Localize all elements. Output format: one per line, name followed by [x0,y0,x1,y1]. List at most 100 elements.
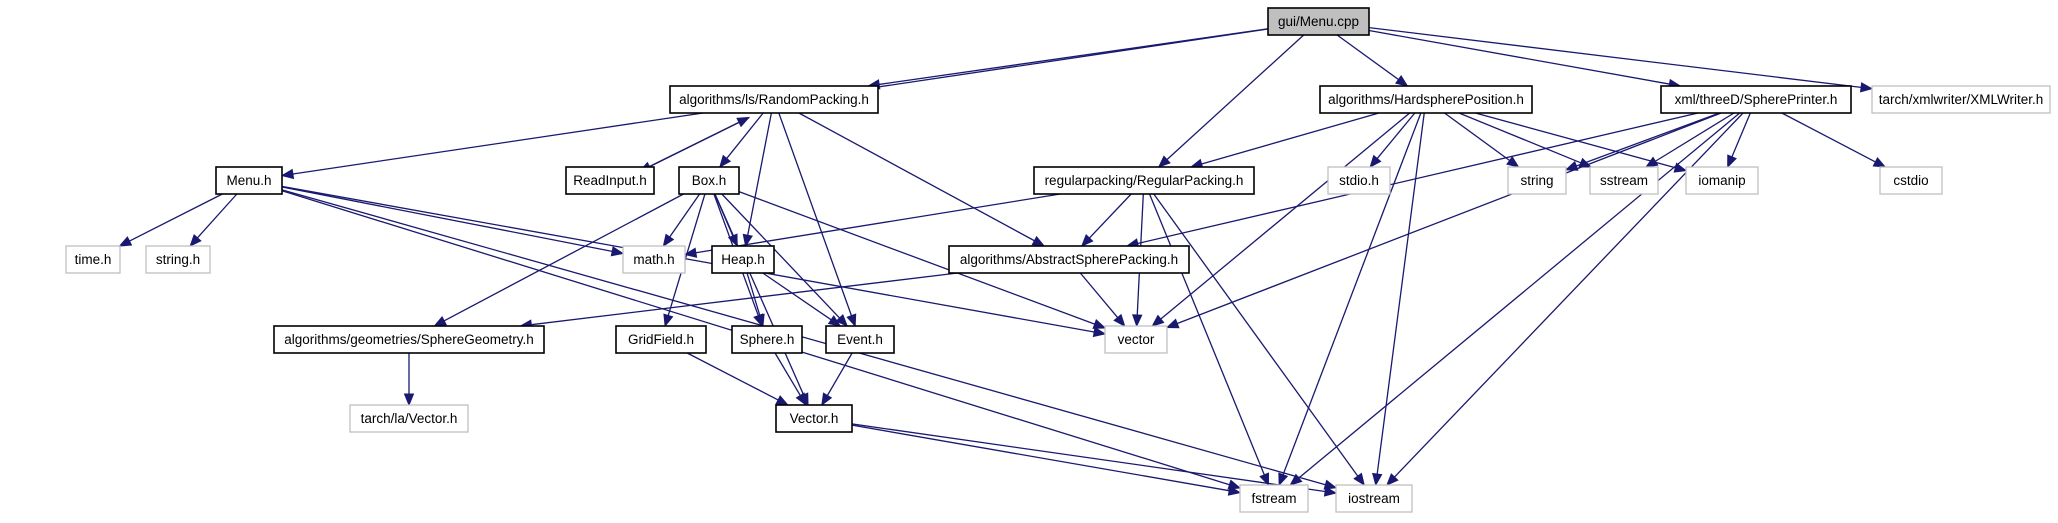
node-box [1685,166,1759,195]
arrowhead-sphere-to-vector_h [795,392,807,407]
node-label: time.h [75,252,112,267]
edge-menu_cpp-to-regular_packing [1166,34,1305,161]
node-string[interactable]: string [1507,166,1567,195]
edge-regular_packing-to-abstract_sphere_packing [1088,193,1132,239]
arrowhead-hardsphere_position-to-fstream [1278,472,1289,487]
arrowhead-sphere_printer-to-iomanip [1727,154,1737,169]
node-fstream[interactable]: fstream [1239,484,1309,513]
edge-menu_h-to-time [129,193,223,242]
arrowhead-hardsphere_position-to-iomanip [1673,162,1688,173]
node-label: GridField.h [628,332,694,347]
node-label: tarch/xmlwriter/XMLWriter.h [1879,92,2044,107]
node-stdio[interactable]: stdio.h [1327,166,1391,195]
node-menu-h[interactable]: Menu.h [215,166,283,195]
edge-sphere_printer-to-cstdio [1781,112,1876,163]
node-box [1507,166,1567,195]
arrowhead-sphere_printer-to-iostream [1386,473,1399,486]
node-label: Vector.h [790,411,839,426]
node-label: string [1520,173,1553,188]
arrowhead-menu_cpp-to-regular_packing [1157,155,1171,168]
node-cstdio[interactable]: cstdio [1879,166,1943,195]
arrowhead-menu_h-to-time [118,236,133,247]
arrowhead-menu_cpp-to-hardsphere_position [1395,75,1409,87]
node-label: gui/Menu.cpp [1278,14,1359,29]
node-sstream[interactable]: sstream [1589,166,1659,195]
arrowhead-box-to-math [662,233,675,248]
arrowhead-sphere_printer-to-sstream [1644,156,1659,168]
edge-heap-to-event [762,272,832,321]
arrowhead-menu_cpp-to-menu_h [280,168,295,180]
arrowhead-heap-to-event [827,315,842,327]
arrowhead-regular_packing-to-iostream [1353,472,1366,487]
node-xmlwriter[interactable]: tarch/xmlwriter/XMLWriter.h [1871,85,2051,114]
arrowhead-random_packing-to-event [846,313,857,328]
node-label: Event.h [837,332,883,347]
arrowhead-menu_h-to-math [610,246,625,257]
node-label: Heap.h [721,252,765,267]
node-readinput[interactable]: ReadInput.h [565,166,655,195]
node-box [825,325,895,354]
node-label: tarch/la/Vector.h [361,411,458,426]
edge-regular_packing-to-iostream [1153,193,1359,477]
edge-hardsphere_position-to-sstream [1458,112,1582,164]
node-sphere-h[interactable]: Sphere.h [731,325,803,354]
node-vector[interactable]: vector [1104,325,1168,354]
node-random-packing[interactable]: algorithms/ls/RandomPacking.h [669,85,879,114]
node-box-h[interactable]: Box.h [678,166,740,195]
edge-hardsphere_position-to-vector [1160,112,1411,320]
edge-box-to-math [669,193,701,238]
edge-vector_h-to-fstream [851,424,1230,492]
edge-sphere_printer-to-string [1576,112,1720,167]
arrowhead-menu_h-to-vector [1092,326,1107,338]
node-label: regularpacking/RegularPacking.h [1045,173,1244,188]
node-box [1879,166,1943,195]
arrowhead-hardsphere_position-to-string [1506,155,1520,168]
edge-sphere_printer-to-vector [1177,112,1722,325]
node-label: algorithms/AbstractSpherePacking.h [960,252,1178,267]
node-abstract-sphere-packing[interactable]: algorithms/AbstractSpherePacking.h [948,245,1190,274]
node-sphere-geometry[interactable]: algorithms/geometries/SphereGeometry.h [273,325,545,354]
node-iomanip[interactable]: iomanip [1685,166,1759,195]
node-label: iomanip [1698,173,1745,188]
edge-gridfield-to-vector_h [686,352,779,401]
node-box [273,325,545,354]
arrowhead-sphere_geometry-to-tarch_vector [403,393,415,407]
node-time-h[interactable]: time.h [65,245,121,274]
node-regular-packing[interactable]: regularpacking/RegularPacking.h [1033,166,1255,195]
edge-abstract_sphere_packing-to-vector [1079,272,1119,318]
node-event-h[interactable]: Event.h [825,325,895,354]
node-heap-h[interactable]: Heap.h [711,245,775,274]
node-menu-cpp[interactable]: gui/Menu.cpp [1267,7,1370,36]
node-box [731,325,803,354]
node-label: string.h [156,252,200,267]
edge-random_packing-to-abstract_sphere_packing [798,112,1035,242]
node-label: stdio.h [1339,173,1379,188]
arrowhead-hardsphere_position-to-stdio [1369,154,1382,169]
arrowhead-regular_packing-to-math [683,247,698,258]
node-box [948,245,1190,274]
arrowhead-random_packing-to-heap [742,233,753,248]
edge-hardsphere_position-to-iostream [1376,112,1425,475]
node-math-h[interactable]: math.h [622,245,686,274]
node-string-h[interactable]: string.h [145,245,211,274]
node-gridfield-h[interactable]: GridField.h [615,325,707,354]
node-hardsphere-position[interactable]: algorithms/HardspherePosition.h [1319,85,1533,114]
node-label: math.h [633,252,674,267]
node-iostream[interactable]: iostream [1335,484,1413,513]
node-box [711,245,775,274]
edge-random_packing-to-box [726,112,764,159]
node-label: algorithms/ls/RandomPacking.h [679,92,869,107]
node-box [349,404,469,433]
node-vector-h[interactable]: Vector.h [775,404,853,433]
edge-sphere_printer-to-sstream [1655,112,1735,162]
node-box [65,245,121,274]
node-box [1871,85,2051,114]
node-box [215,166,283,195]
node-tarch-vector[interactable]: tarch/la/Vector.h [349,404,469,433]
node-sphere-printer[interactable]: xml/threeD/SpherePrinter.h [1660,85,1852,114]
edge-regular_packing-to-fstream [1148,193,1265,476]
nodes-layer: gui/Menu.cpp algorithms/ls/RandomPacking… [65,7,2051,513]
edge-regular_packing-to-math [695,193,1061,254]
edge-menu_h-to-string_h [197,193,238,239]
